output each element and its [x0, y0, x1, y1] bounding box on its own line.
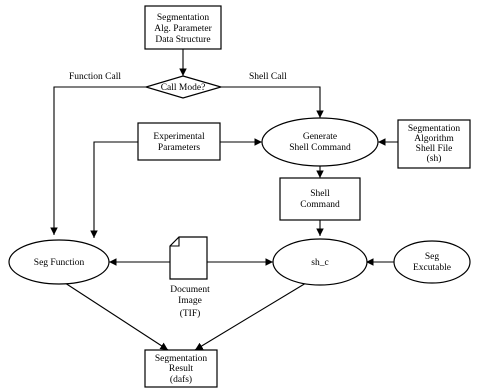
- node-exp-line-1: Experimental: [153, 132, 205, 142]
- node-generate-shell-command: Generate Shell Command: [261, 117, 379, 167]
- node-genshell-line-2: Shell Command: [289, 143, 351, 153]
- edge-callmode-to-genshell: [221, 86, 324, 118]
- node-seg-param-line-1: Segmentation: [157, 13, 209, 23]
- node-shfile-line-4: (sh): [427, 153, 442, 164]
- edge-callmode-to-segfunction: [50, 86, 146, 235]
- edge-label-shell-call: Shell Call: [249, 72, 287, 82]
- node-exp-line-2: Parameters: [158, 143, 201, 153]
- edge-shc-to-result: [194, 282, 307, 351]
- node-shfile-line-2: Algorithm: [414, 134, 454, 144]
- node-shfile-line-1: Segmentation: [408, 124, 460, 134]
- document-fold-icon: [170, 237, 180, 247]
- node-segexec-line-2: Excutable: [413, 263, 451, 273]
- edge-label-function-call: Function Call: [69, 72, 121, 82]
- node-document-image: Document Image (TIF): [169, 236, 210, 319]
- node-experimental-parameters: Experimental Parameters: [137, 122, 221, 161]
- node-shc-label: sh_c: [311, 258, 328, 268]
- node-seg-param-line-3: Data Structure: [155, 35, 210, 45]
- node-seg-param-line-2: Alg. Parameter: [154, 24, 212, 34]
- node-docimage-line-2: Image: [178, 296, 202, 306]
- node-result-line-2: Result: [169, 364, 194, 374]
- edges: [50, 49, 398, 351]
- edge-exp-to-segfunction: [90, 141, 138, 238]
- node-genshell-line-1: Generate: [303, 132, 337, 142]
- node-shell-command: Shell Command: [279, 177, 361, 221]
- node-sh-c: sh_c: [272, 238, 368, 286]
- edge-segfunction-to-result: [61, 280, 169, 351]
- node-shellcmd-line-1: Shell: [310, 189, 330, 199]
- node-shfile-line-3: Shell File: [416, 144, 453, 154]
- node-seg-executable: Seg Excutable: [393, 240, 471, 284]
- node-docimage-line-1: Document: [170, 285, 210, 295]
- node-segfunction-label: Seg Function: [34, 258, 85, 268]
- node-shellcmd-line-2: Command: [300, 200, 340, 210]
- document-icon: [169, 236, 208, 280]
- node-result-line-3: (dafs): [170, 374, 192, 385]
- node-segmentation-result: Segmentation Result (dafs): [144, 349, 218, 388]
- node-docimage-line-3: (TIF): [180, 308, 201, 319]
- node-call-mode-label: Call Mode?: [161, 83, 206, 93]
- node-seg-param-structure: Segmentation Alg. Parameter Data Structu…: [144, 5, 222, 50]
- node-seg-algorithm-shell-file: Segmentation Algorithm Shell File (sh): [397, 119, 471, 169]
- node-segexec-line-1: Seg: [425, 252, 440, 262]
- node-call-mode-decision: Call Mode?: [143, 75, 224, 99]
- node-result-line-1: Segmentation: [155, 354, 207, 364]
- node-seg-function: Seg Function: [8, 239, 110, 285]
